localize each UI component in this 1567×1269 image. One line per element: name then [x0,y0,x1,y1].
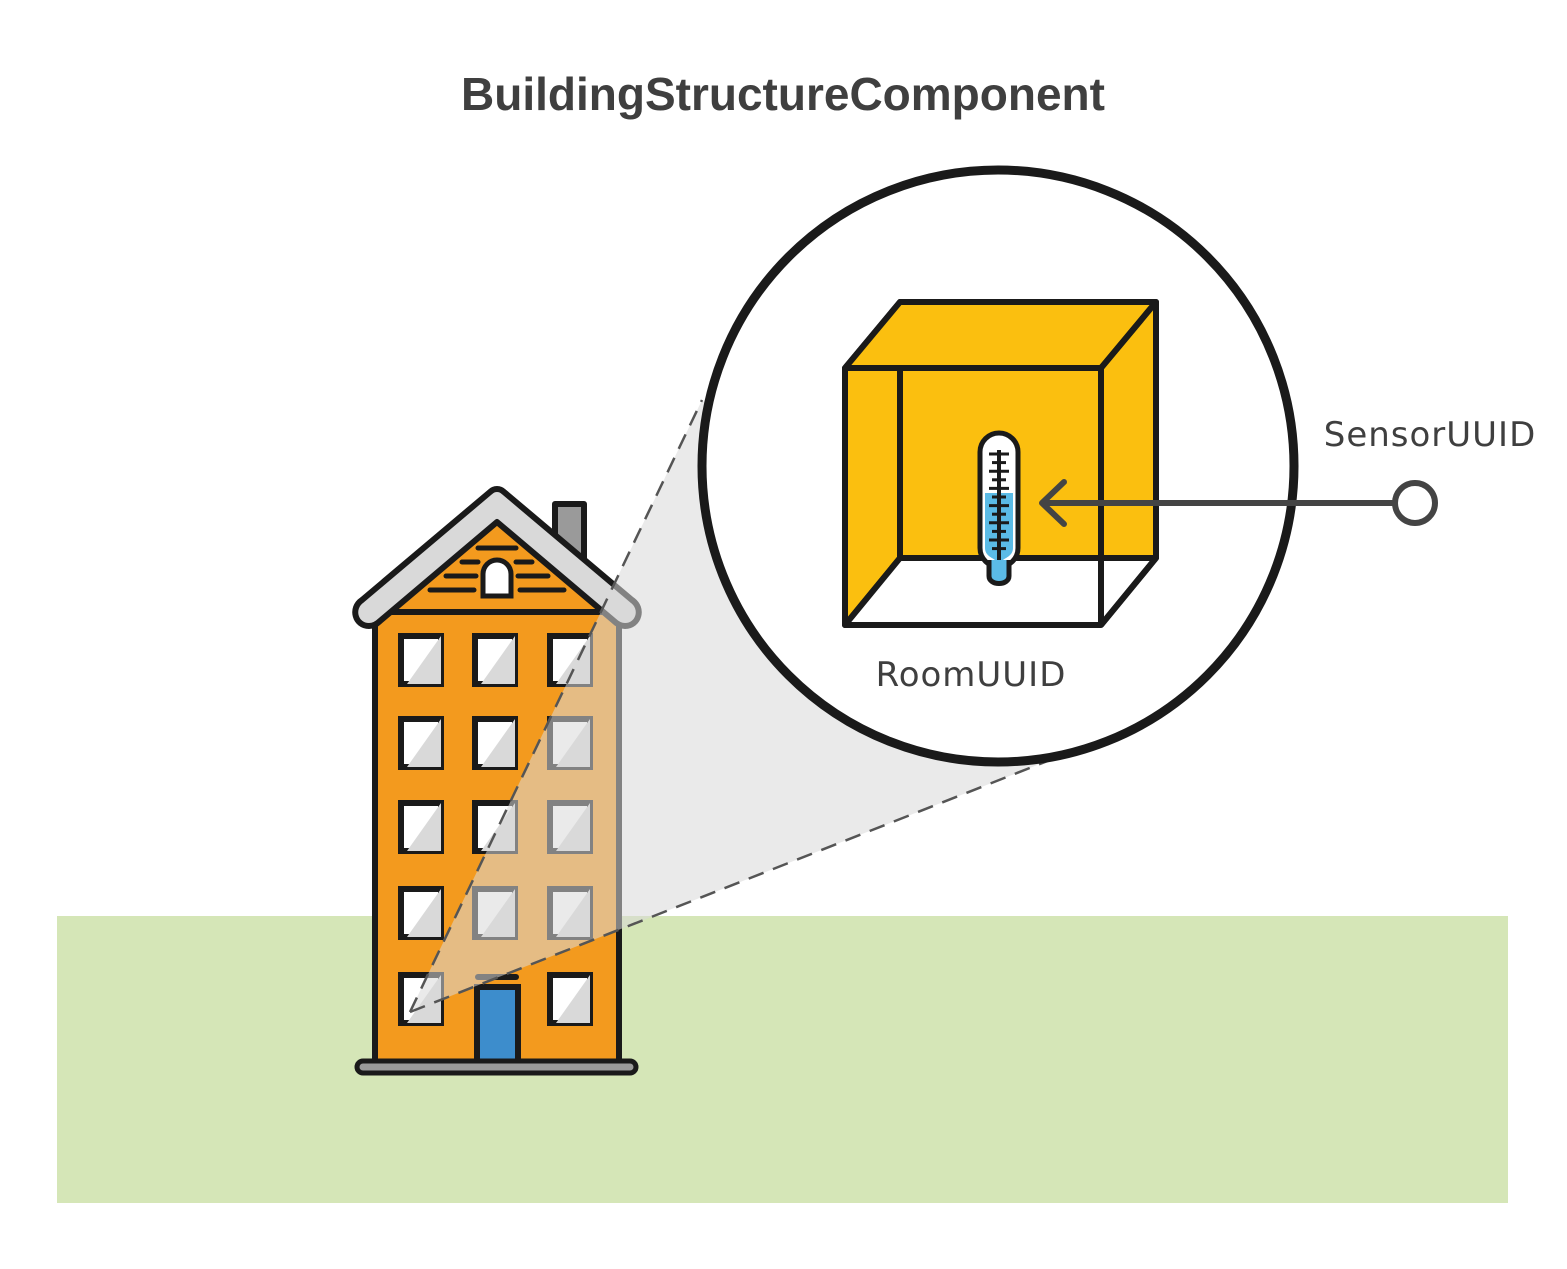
building-base [354,1058,639,1076]
zoom-cone-fill [410,400,1050,1012]
building-window [398,633,444,687]
gable-siding [427,545,567,593]
building-window [398,800,444,854]
building-window [398,716,444,770]
thermometer-scale [989,450,1009,560]
zoom-cone-edge-lower [409,758,1051,1014]
sensor-arrow [1039,479,1438,527]
sensor-arrow-head [1039,479,1067,527]
thermometer-stem [986,560,1012,586]
door [474,984,521,1066]
building-window [547,972,593,1026]
building-window [472,633,518,687]
thermometer-icon [977,430,1021,586]
diagram-title: BuildingStructureComponent [461,68,1105,120]
zoom-cone-edge-upper [408,399,704,1013]
room-label: RoomUUID [876,655,1067,695]
ground [57,916,1508,1203]
building-window [472,716,518,770]
attic-window [480,557,514,599]
room-box [842,299,1159,628]
building-window [398,886,444,940]
sensor-node [1392,480,1438,526]
zoom-cone [408,399,1051,1014]
sensor-label: SensorUUID [1324,415,1537,455]
